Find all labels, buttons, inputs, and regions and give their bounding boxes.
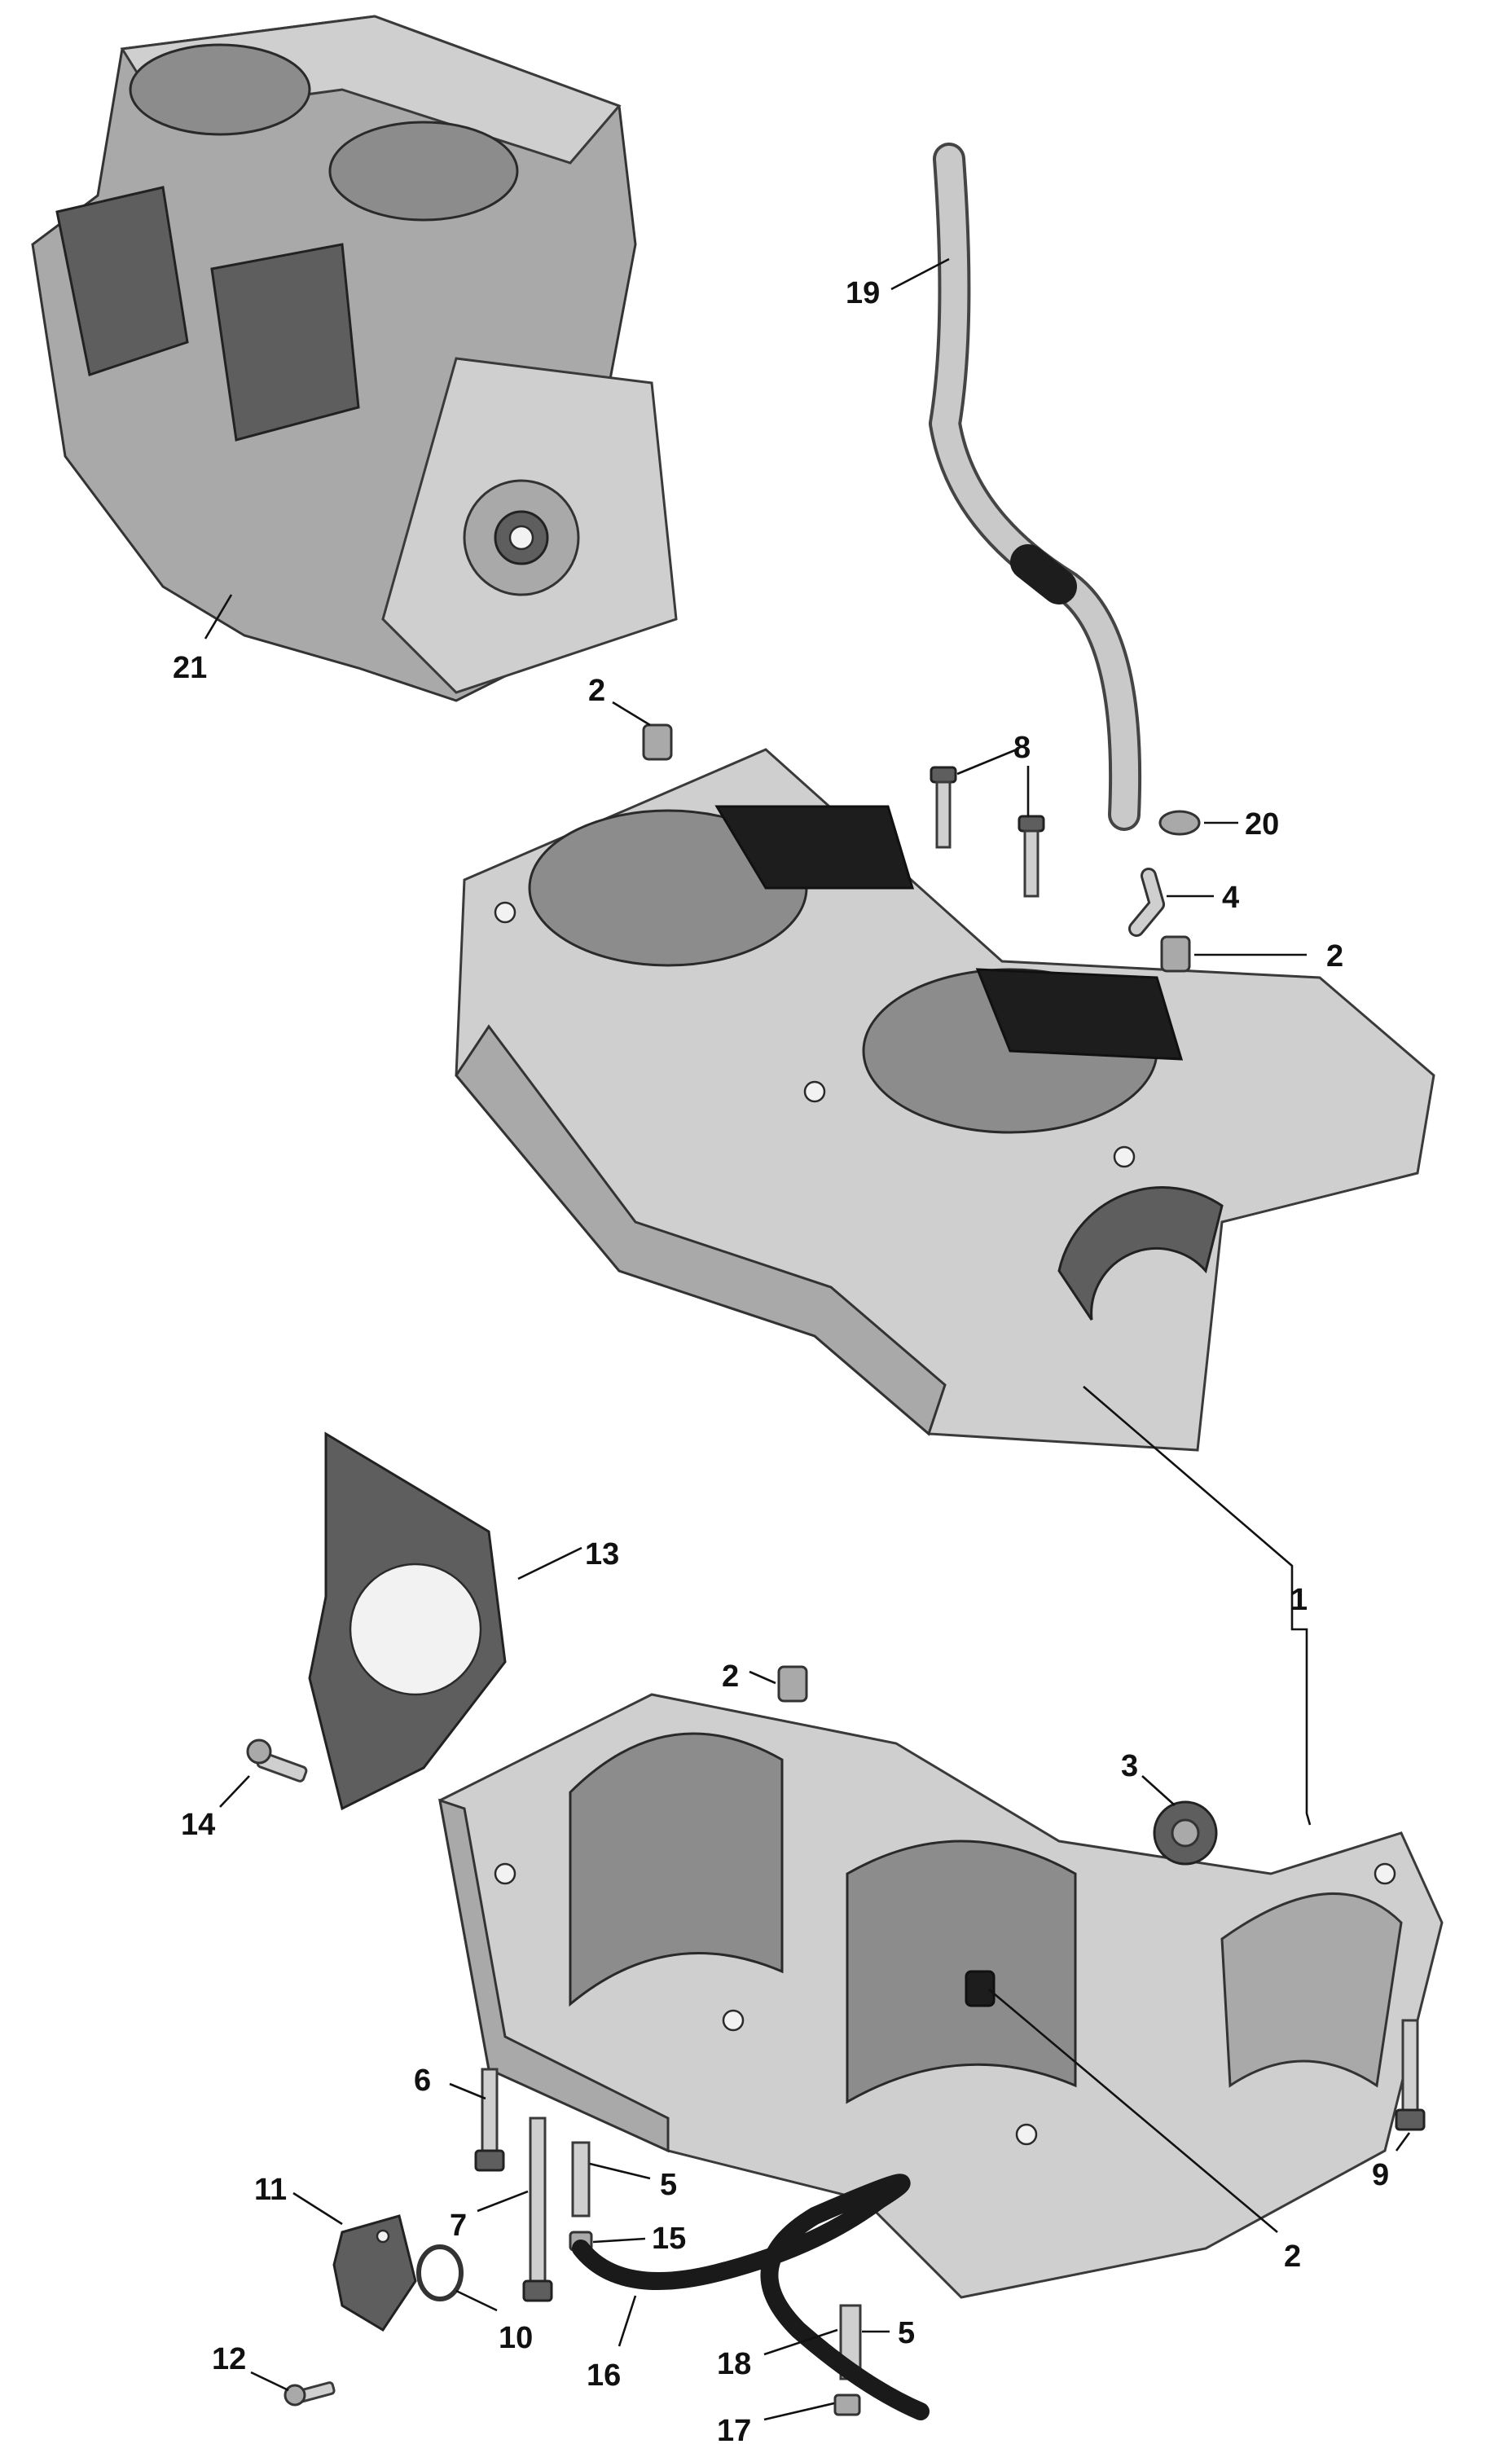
dowel-pin-lower <box>965 1970 996 2007</box>
clamp-part-17 <box>833 2393 861 2416</box>
callout-2: 2 <box>722 1659 739 1694</box>
callout-labels: 19 21 2 8 20 4 2 1 13 2 3 14 6 9 5 7 2 1… <box>173 276 1389 2444</box>
callout-14: 14 <box>181 1808 215 1842</box>
gasket-part-13 <box>308 1431 507 1811</box>
bolt-part-14 <box>246 1738 308 1782</box>
callout-9: 8 <box>1013 731 1031 765</box>
callout-2: 2 <box>1326 939 1343 974</box>
callout-10: 10 <box>499 2321 533 2355</box>
leader-8 <box>1395 2132 1411 2152</box>
callout-11: 11 <box>254 2173 287 2207</box>
bolt-part-9b <box>1018 815 1045 898</box>
leader-5a <box>589 2162 651 2180</box>
leader-16 <box>618 2295 637 2347</box>
dowel-pin-right <box>1160 935 1191 973</box>
callout-17: 17 <box>717 2414 751 2444</box>
leader-2c <box>749 1670 776 1685</box>
callout-5: 5 <box>660 2168 677 2202</box>
dowel-pin-middle <box>777 1665 808 1703</box>
leader-21 <box>204 594 233 640</box>
leader-13 <box>517 1546 582 1580</box>
assembled-engine-illustration <box>31 15 678 702</box>
leader-3 <box>1141 1775 1176 1806</box>
bolt-part-12 <box>284 2381 336 2407</box>
leader-17 <box>763 2402 835 2421</box>
hose-part-19 <box>929 143 1142 831</box>
leader-11 <box>292 2191 343 2226</box>
leader-14 <box>219 1775 250 1808</box>
leader-lines <box>204 257 1411 2421</box>
callout-6: 6 <box>414 2064 431 2098</box>
bolt-part-8 <box>1395 2019 1426 2131</box>
seal-part-3 <box>1153 1800 1218 1866</box>
o-ring-part-10 <box>416 2244 464 2301</box>
callout-16: 16 <box>587 2358 621 2393</box>
leader-9a <box>956 748 1018 776</box>
callout-8: 9 <box>1372 2158 1389 2192</box>
callout-15: 15 <box>652 2222 686 2256</box>
leader-10 <box>455 2289 498 2312</box>
leader-2a <box>612 701 651 727</box>
callout-19: 19 <box>846 276 880 310</box>
callout-18: 18 <box>717 2347 751 2381</box>
leader-18 <box>763 2328 838 2356</box>
callout-7: 7 <box>450 2209 467 2243</box>
lower-crankcase-illustration <box>438 1693 1444 2299</box>
leader-15 <box>592 2237 646 2244</box>
callout-2: 2 <box>588 674 605 708</box>
cover-part-11 <box>332 2214 417 2332</box>
callout-2: 2 <box>1284 2240 1301 2274</box>
leader-7 <box>477 2190 529 2213</box>
fitting-part-5a <box>571 2141 591 2218</box>
bolt-part-7 <box>522 2117 553 2302</box>
fitting-part-4 <box>1128 868 1165 937</box>
callout-13: 13 <box>585 1537 619 1571</box>
bolt-part-9a <box>930 766 957 849</box>
leader-1 <box>1083 1386 1312 1826</box>
callout-3: 3 <box>1121 1749 1138 1783</box>
callout-1: 1 <box>1290 1583 1308 1617</box>
leader-2d <box>988 1989 1278 2233</box>
leader-12 <box>250 2371 289 2392</box>
bolt-part-6 <box>474 2068 505 2172</box>
leader-19 <box>890 257 950 291</box>
clamp-part-20 <box>1158 810 1201 836</box>
callout-12: 12 <box>212 2342 246 2376</box>
callout-5: 5 <box>898 2316 915 2350</box>
callout-4: 4 <box>1222 881 1239 915</box>
callout-20: 20 <box>1245 807 1279 842</box>
leader-6 <box>449 2082 486 2100</box>
callout-21: 21 <box>173 651 207 685</box>
dowel-pin-upper <box>642 723 673 761</box>
upper-crankcase-illustration <box>455 748 1435 1452</box>
